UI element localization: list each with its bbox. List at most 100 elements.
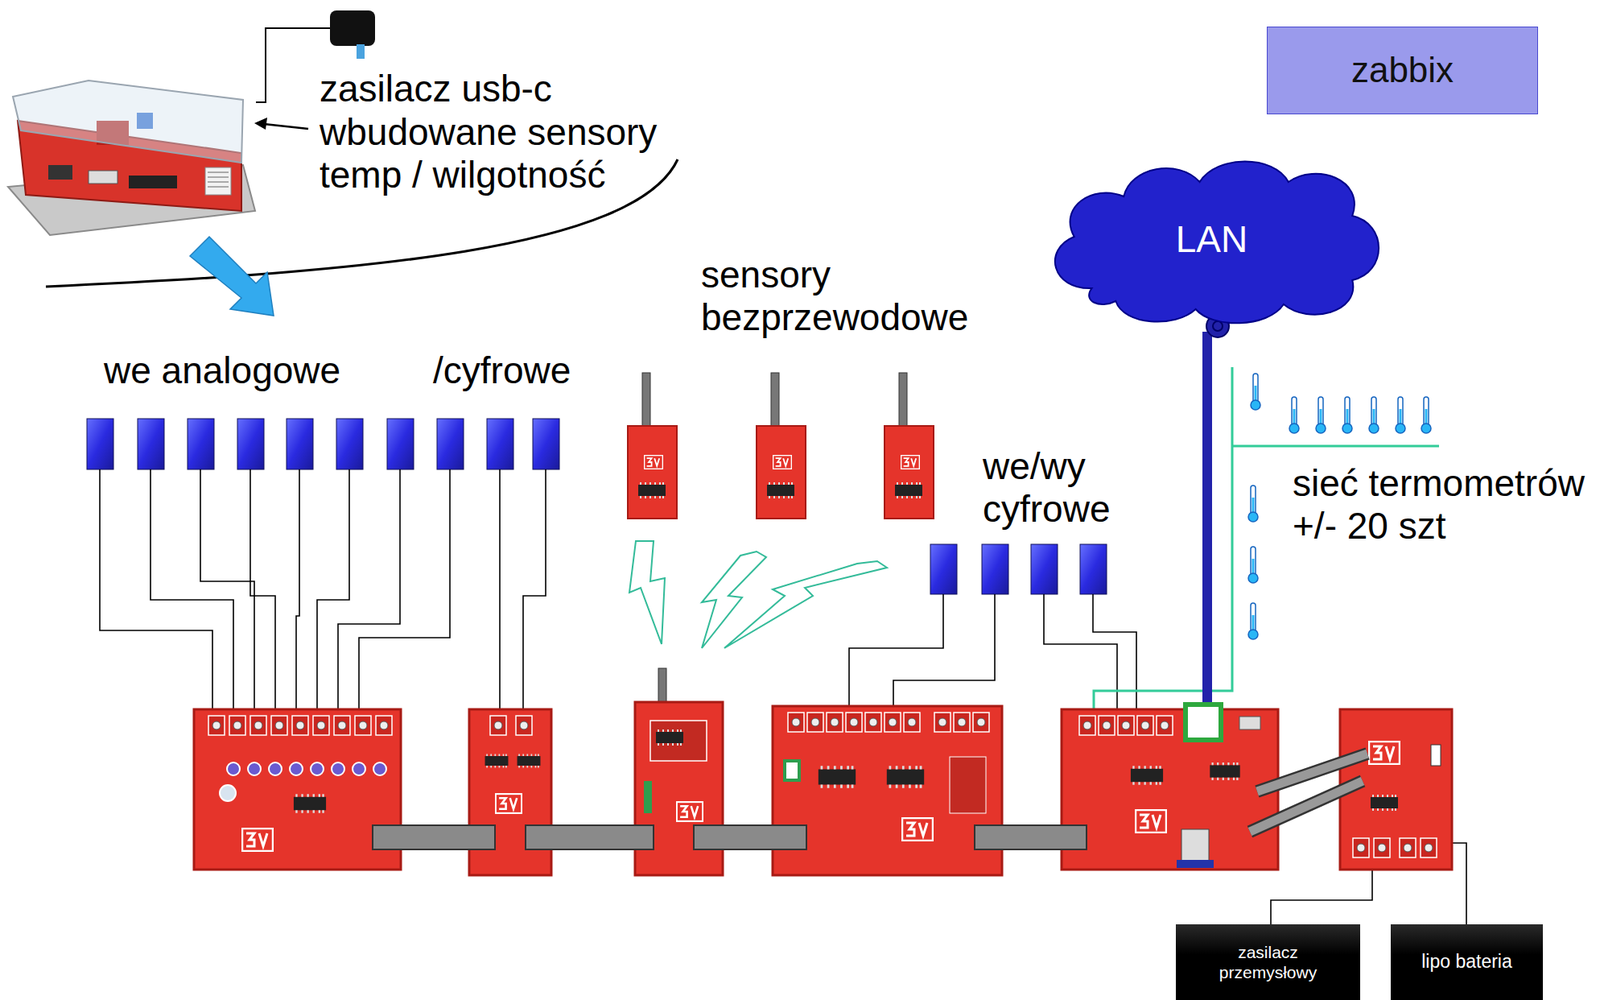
terminal <box>973 712 990 732</box>
potentiometer <box>289 762 303 776</box>
wire <box>338 469 400 710</box>
cloud-shape <box>1055 161 1379 324</box>
lan-cable <box>1202 331 1213 709</box>
usb-c-port <box>1239 716 1261 730</box>
input-block <box>336 418 363 470</box>
esp-module <box>1181 828 1209 862</box>
chip <box>485 754 509 768</box>
thermometer <box>1248 485 1258 522</box>
chip <box>517 754 541 768</box>
input-block <box>286 418 314 470</box>
input-block <box>437 418 464 470</box>
radio-bolt <box>629 540 665 644</box>
terminal <box>1098 715 1115 735</box>
terminal <box>271 715 288 735</box>
chip <box>767 482 795 499</box>
port <box>48 164 73 180</box>
node-text: lipo bateria <box>1421 950 1513 974</box>
chip <box>886 765 924 788</box>
terminal <box>334 715 351 735</box>
power-link <box>1249 780 1363 832</box>
node-text: LAN <box>1175 217 1248 262</box>
thermometer <box>1395 396 1406 433</box>
input-block <box>137 418 165 470</box>
callout-label: temp / wilgotność <box>319 153 606 197</box>
network-cloud: LAN <box>1035 151 1388 329</box>
chip <box>818 765 856 788</box>
board-logo <box>1135 809 1167 833</box>
thermometer <box>1248 546 1258 583</box>
antenna <box>898 372 908 431</box>
terminal <box>1352 837 1370 858</box>
terminal <box>787 712 805 732</box>
callout-label: zasilacz usb-c <box>319 67 553 111</box>
terminal <box>865 712 882 732</box>
terminal <box>1137 715 1154 735</box>
board-esp <box>1061 704 1279 870</box>
ribbon-cables <box>372 753 1368 850</box>
wire <box>1043 593 1118 710</box>
ethernet-jack <box>1185 704 1221 740</box>
jumper <box>784 760 800 780</box>
input-block <box>187 418 215 470</box>
wire <box>99 469 213 710</box>
potentiometer <box>226 762 240 776</box>
sensor-vents <box>207 172 229 187</box>
terminal <box>313 715 330 735</box>
ribbon-cable <box>372 824 495 850</box>
potentiometer <box>331 762 345 776</box>
io-block <box>981 544 1009 594</box>
input-block <box>387 418 414 470</box>
input-block <box>237 418 264 470</box>
terminal <box>250 715 267 735</box>
wire <box>1092 593 1137 710</box>
antenna <box>771 372 780 431</box>
battery-box: lipo bateria <box>1390 923 1543 1000</box>
thermometer <box>1342 396 1353 433</box>
board-logo <box>901 455 920 470</box>
input-block <box>86 418 114 470</box>
usb-c-adapter <box>329 10 376 46</box>
bus-line <box>1232 445 1440 448</box>
led-strip <box>643 780 652 813</box>
group-label: sieć termometrów <box>1292 461 1585 505</box>
io-block <box>1080 544 1107 594</box>
wire <box>498 469 501 710</box>
wireless-board <box>884 425 934 519</box>
cable-loop <box>1212 321 1223 331</box>
terminal <box>1117 715 1135 735</box>
group-label: sensory bezprzewodowe <box>701 253 969 339</box>
input-blocks <box>86 418 1107 594</box>
potentiometer <box>268 762 282 776</box>
wire <box>893 593 995 706</box>
chip <box>1370 794 1398 811</box>
board-logo <box>644 455 664 470</box>
usb-port <box>88 170 118 184</box>
wire <box>200 469 255 710</box>
terminal <box>354 715 372 735</box>
clear-lid <box>12 80 244 163</box>
chip <box>1209 762 1240 780</box>
group-label: /cyfrowe <box>432 349 571 392</box>
chip <box>655 729 684 746</box>
io-block <box>930 544 957 594</box>
battery-connector <box>1430 744 1441 766</box>
terminal <box>229 715 246 735</box>
power-link <box>1249 780 1363 832</box>
terminal <box>515 715 532 735</box>
terminal <box>292 715 309 735</box>
io-block <box>1030 544 1058 594</box>
potentiometer <box>310 762 324 776</box>
circuit-board <box>469 709 552 875</box>
terminal <box>807 712 824 732</box>
terminal <box>845 712 862 732</box>
chip <box>638 482 666 499</box>
radio-bolt <box>724 560 887 648</box>
wire <box>1270 869 1373 924</box>
circuit-board <box>193 709 401 870</box>
server-box: zabbix <box>1266 26 1539 115</box>
wire <box>523 469 546 710</box>
terminal <box>884 712 901 732</box>
ribbon-cable <box>525 824 654 850</box>
wire <box>358 469 450 710</box>
